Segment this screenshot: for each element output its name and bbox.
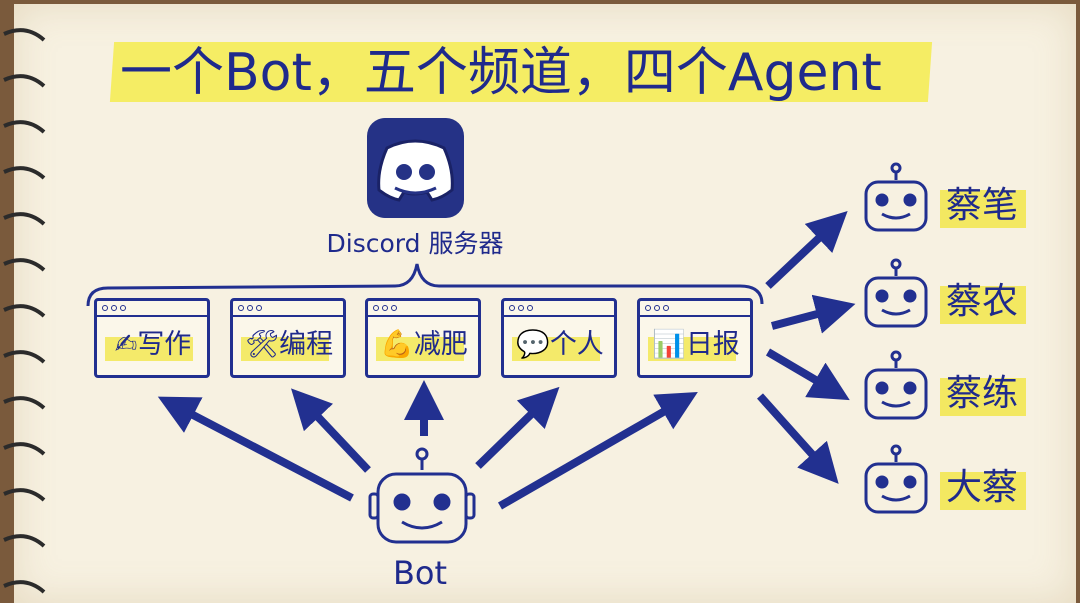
server-brace bbox=[86, 263, 764, 307]
channel-emoji: 🛠 bbox=[244, 329, 280, 360]
channel-emoji: 📊 bbox=[652, 329, 686, 360]
agent-robot-icon-3 bbox=[864, 350, 928, 420]
arrow-bot-to-writing bbox=[157, 396, 354, 502]
agent-name-4: 大蔡 bbox=[946, 467, 1019, 508]
channel-fitness: 💪减肥 bbox=[365, 298, 481, 378]
channel-daily-report: 📊日报 bbox=[637, 298, 753, 378]
agent-robot-icon-4 bbox=[864, 444, 928, 514]
arrow-to-agent-2 bbox=[770, 294, 856, 334]
channel-label: 个人 bbox=[549, 329, 604, 360]
channel-coding: 🛠编程 bbox=[230, 298, 346, 378]
agent-highlight bbox=[940, 472, 1026, 510]
channel-label: 编程 bbox=[279, 329, 334, 360]
arrow-bot-to-personal bbox=[475, 386, 560, 469]
channel-personal: 💬个人 bbox=[501, 298, 617, 378]
channel-label: 减肥 bbox=[413, 329, 468, 360]
bot-label: Bot bbox=[392, 554, 448, 592]
arrow-bot-to-coding bbox=[291, 388, 371, 473]
server-label: Discord 服务器 bbox=[326, 229, 504, 258]
channel-label: 写作 bbox=[137, 329, 192, 360]
arrow-to-agent-1 bbox=[765, 211, 848, 289]
agent-name-3: 蔡练 bbox=[946, 373, 1019, 414]
agent-highlight bbox=[940, 190, 1026, 228]
channel-emoji: 💬 bbox=[516, 329, 550, 360]
agent-robot-icon-1 bbox=[864, 162, 928, 232]
arrow-to-agent-4 bbox=[757, 393, 839, 484]
agent-robot-icon-2 bbox=[864, 258, 928, 328]
channel-label: 日报 bbox=[685, 329, 740, 360]
bot-robot-icon bbox=[368, 447, 476, 544]
channel-emoji: 💪 bbox=[380, 329, 414, 360]
agent-highlight bbox=[940, 378, 1026, 416]
agent-highlight bbox=[940, 286, 1026, 324]
arrow-to-agent-3 bbox=[765, 348, 850, 401]
diagram-title: 一个Bot，五个频道，四个Agent bbox=[120, 43, 882, 103]
channel-emoji: ✍ bbox=[114, 329, 138, 360]
agent-name-2: 蔡农 bbox=[946, 281, 1019, 322]
channel-writing: ✍写作 bbox=[94, 298, 210, 378]
arrow-bot-to-daily bbox=[498, 392, 698, 510]
agent-name-1: 蔡笔 bbox=[946, 185, 1019, 226]
discord-icon bbox=[367, 118, 464, 218]
